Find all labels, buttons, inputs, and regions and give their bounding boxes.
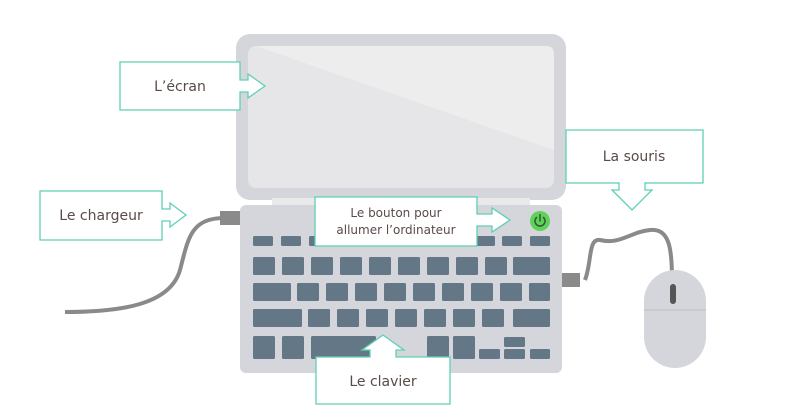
keyboard-key (513, 257, 550, 275)
keyboard-key (311, 257, 333, 275)
keyboard-key (326, 283, 348, 301)
keyboard-key (475, 236, 495, 246)
arrow-key (504, 337, 525, 347)
callout-charger: Le chargeur (39, 190, 188, 241)
keyboard-key (311, 336, 376, 359)
label-screen: L’écran (154, 79, 206, 95)
keyboard-key (482, 309, 504, 327)
callout-screen: L’écran (119, 61, 267, 111)
charger-connector (220, 211, 240, 225)
keyboard-key (485, 257, 507, 275)
label-charger: Le chargeur (59, 208, 143, 224)
keyboard-key (456, 257, 478, 275)
keyboard-key (308, 309, 330, 327)
keyboard-key (413, 283, 435, 301)
keyboard-key (282, 336, 304, 359)
keyboard-key (340, 257, 362, 275)
label-power-button-line1: Le bouton pour (350, 206, 441, 220)
keyboard-key (366, 309, 388, 327)
keyboard-key (297, 283, 319, 301)
keyboard-key (337, 309, 359, 327)
keyboard-key (471, 283, 493, 301)
power-icon (534, 216, 546, 227)
keyboard-key (281, 236, 301, 246)
label-keyboard: Le clavier (349, 374, 417, 390)
arrow-key (504, 349, 525, 359)
mouse-cable-connector (562, 273, 580, 287)
keyboard-key (453, 336, 475, 359)
keyboard-key (427, 257, 449, 275)
mouse (644, 270, 706, 368)
keyboard-key (253, 336, 275, 359)
keyboard-key (398, 257, 420, 275)
keyboard-key (384, 283, 406, 301)
keyboard-key (427, 336, 449, 359)
mouse-cable (583, 227, 674, 281)
keyboard-key (355, 283, 377, 301)
keyboard-key (253, 236, 273, 246)
keyboard-key (369, 257, 391, 275)
callout-keyboard: Le clavier (315, 334, 451, 405)
keyboard-key (253, 257, 275, 275)
arrow-key (479, 349, 500, 359)
label-mouse: La souris (603, 149, 666, 165)
keyboard-key (453, 309, 475, 327)
laptop-screen (236, 34, 566, 200)
keyboard-key (530, 236, 550, 246)
callout-power-button: Le bouton pour allumer l’ordinateur (314, 196, 512, 247)
keyboard-key (253, 283, 291, 301)
keyboard-key (500, 283, 522, 301)
callout-mouse: La souris (565, 129, 704, 211)
keyboard-key (253, 309, 302, 327)
keyboard-key (502, 236, 522, 246)
label-power-button-line2: allumer l’ordinateur (336, 223, 455, 237)
arrow-key (530, 349, 550, 359)
keyboard-key (529, 283, 550, 301)
keyboard-key (424, 309, 446, 327)
keyboard-key (513, 309, 550, 327)
keyboard-key (395, 309, 417, 327)
power-button[interactable] (530, 211, 550, 231)
keyboard-key (442, 283, 464, 301)
charger-cable (64, 216, 225, 314)
keyboard-key (282, 257, 304, 275)
